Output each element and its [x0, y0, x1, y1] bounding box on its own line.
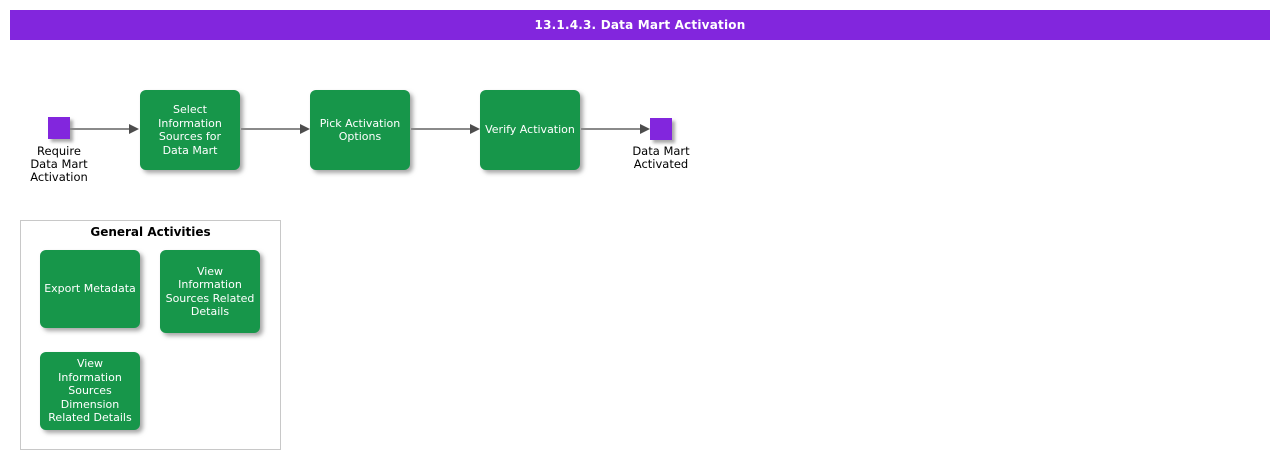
arrow-head-icon [640, 124, 650, 134]
end-event-marker [650, 118, 672, 140]
activity-verify-activation[interactable]: Verify Activation [480, 90, 580, 170]
activity-label: Pick Activation Options [319, 116, 401, 144]
activity-pick-activation-options[interactable]: Pick Activation Options [310, 90, 410, 170]
arrow-head-icon [129, 124, 139, 134]
arrow-line [581, 128, 641, 130]
arrow-head-icon [300, 124, 310, 134]
activity-label: View Information Sources Dimension Relat… [48, 357, 132, 425]
activity-label: View Information Sources Related Details [165, 264, 255, 319]
start-event-marker [48, 117, 70, 139]
activity-label: Select Information Sources for Data Mart [158, 103, 222, 157]
arrow-line [70, 128, 130, 130]
end-event-label: Data Mart Activated [632, 144, 690, 171]
arrow-line [411, 128, 471, 130]
start-event-label: Require Data Mart Activation [30, 144, 88, 184]
activity-label: Export Metadata [44, 282, 136, 296]
general-activities-title: General Activities [90, 225, 211, 239]
activity-view-information-sources-related-details[interactable]: View Information Sources Related Details [160, 250, 260, 333]
arrow-head-icon [470, 124, 480, 134]
activity-label: Verify Activation [485, 123, 575, 137]
activity-export-metadata[interactable]: Export Metadata [40, 250, 140, 328]
diagram-title-bar: 13.1.4.3. Data Mart Activation [10, 10, 1270, 40]
diagram-title: 13.1.4.3. Data Mart Activation [534, 18, 746, 32]
arrow-line [241, 128, 301, 130]
activity-view-information-sources-dimension-related-details[interactable]: View Information Sources Dimension Relat… [40, 352, 140, 430]
activity-select-information-sources[interactable]: Select Information Sources for Data Mart [140, 90, 240, 170]
